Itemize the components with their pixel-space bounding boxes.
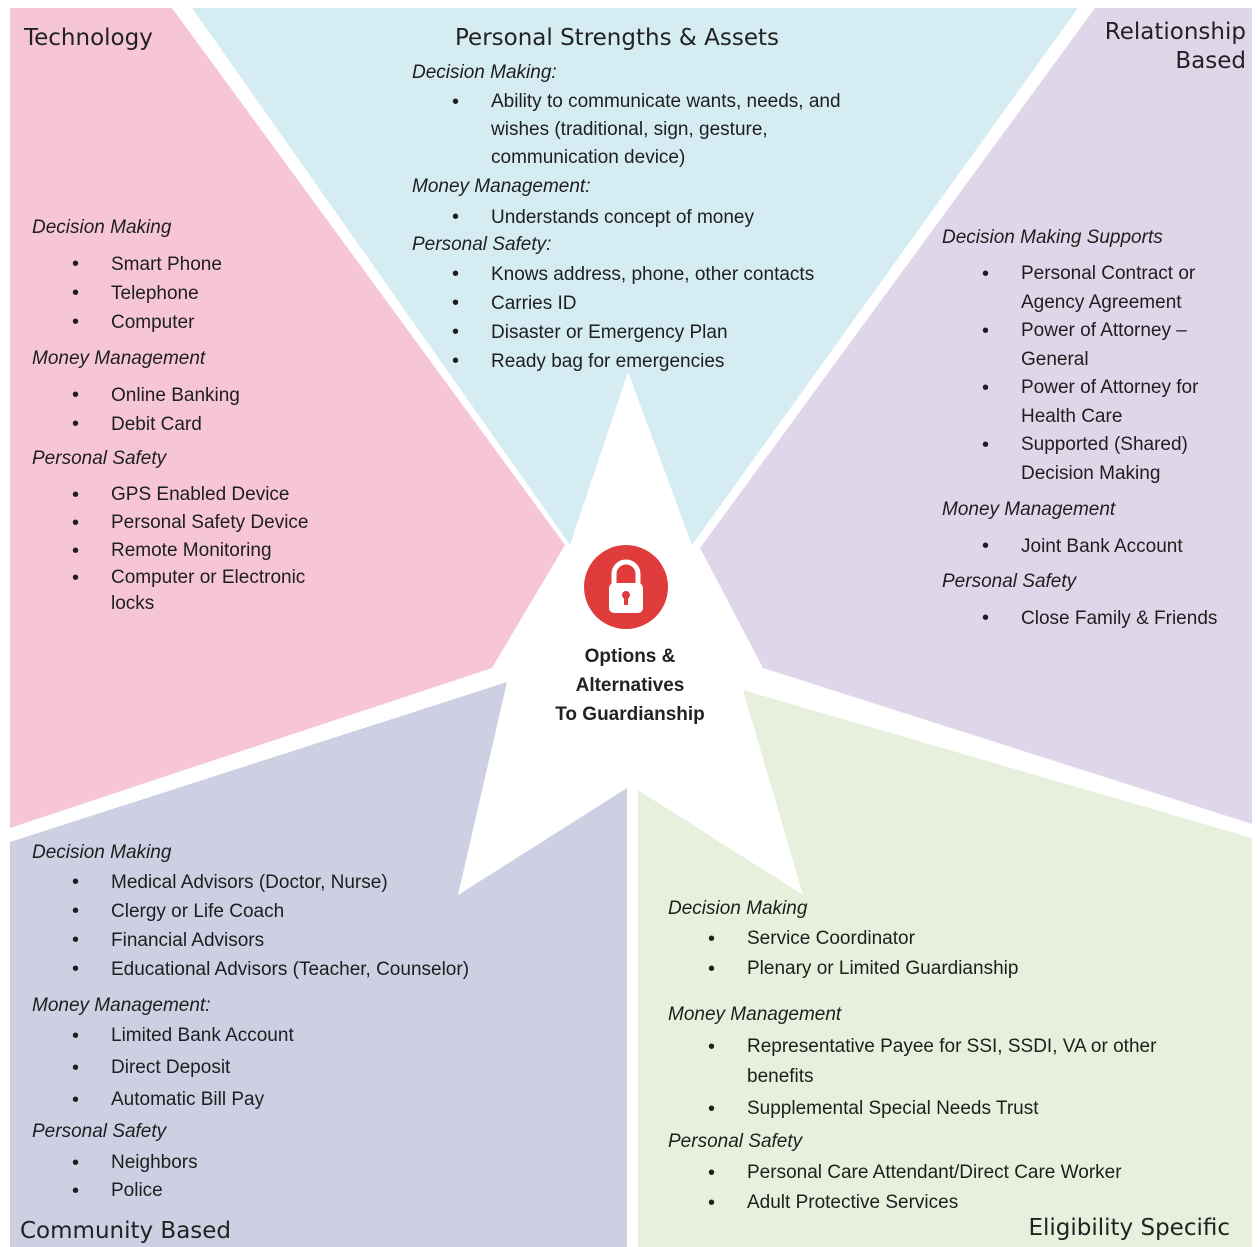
list-item: Financial Advisors [32, 926, 592, 955]
list-item: Ready bag for emergencies [412, 347, 872, 376]
list-item: Power of Attorney – General [942, 317, 1232, 374]
list-item: Joint Bank Account [942, 532, 1242, 561]
community-decision-making-list: Medical Advisors (Doctor, Nurse) Clergy … [32, 868, 592, 984]
strengths-decision-making-list: Ability to communicate wants, needs, and… [412, 88, 862, 172]
list-item: Representative Payee for SSI, SSDI, VA o… [668, 1032, 1228, 1092]
list-item: Limited Bank Account [32, 1020, 592, 1052]
center-label-line-1: Options & [584, 646, 676, 667]
relationship-title: Relationship Based [1105, 18, 1246, 76]
list-item: Smart Phone [32, 250, 392, 279]
eligibility-title: Eligibility Specific [1028, 1215, 1230, 1241]
list-item: Online Banking [32, 381, 392, 410]
strengths-personal-safety-label: Personal Safety: [412, 234, 552, 255]
eligibility-decision-making-label: Decision Making [668, 898, 808, 919]
list-item: Power of Attorney for Health Care [942, 374, 1232, 431]
list-item: Police [32, 1177, 592, 1205]
list-item: Direct Deposit [32, 1052, 592, 1084]
relationship-decision-making-list: Personal Contract or Agency Agreement Po… [942, 260, 1232, 488]
community-title: Community Based [20, 1218, 232, 1244]
list-item: Automatic Bill Pay [32, 1084, 592, 1116]
eligibility-money-management-label: Money Management [668, 1004, 842, 1025]
list-item: Disaster or Emergency Plan [412, 318, 872, 347]
technology-personal-safety-label: Personal Safety [32, 448, 167, 469]
list-item: Computer [32, 308, 392, 337]
relationship-decision-making-label: Decision Making Supports [942, 227, 1163, 248]
list-item: Supplemental Special Needs Trust [668, 1094, 1228, 1124]
list-item: Neighbors [32, 1149, 592, 1177]
eligibility-personal-safety-list: Personal Care Attendant/Direct Care Work… [668, 1158, 1248, 1218]
list-item: Close Family & Friends [942, 604, 1252, 633]
strengths-personal-safety-list: Knows address, phone, other contacts Car… [412, 260, 872, 376]
list-item: Knows address, phone, other contacts [412, 260, 872, 289]
technology-personal-safety-list: GPS Enabled Device Personal Safety Devic… [32, 481, 352, 617]
list-item: Plenary or Limited Guardianship [668, 954, 1228, 984]
technology-decision-making-list: Smart Phone Telephone Computer [32, 250, 392, 337]
list-item: Medical Advisors (Doctor, Nurse) [32, 868, 592, 897]
technology-money-management-list: Online Banking Debit Card [32, 381, 392, 439]
list-item: Ability to communicate wants, needs, and… [412, 88, 862, 172]
center-label: Options & Alternatives To Guardianship [520, 642, 740, 729]
eligibility-personal-safety-label: Personal Safety [668, 1131, 803, 1152]
center-label-line-2: Alternatives [575, 675, 685, 696]
list-item: Understands concept of money [412, 203, 872, 232]
list-item: Carries ID [412, 289, 872, 318]
relationship-money-management-list: Joint Bank Account [942, 532, 1242, 561]
list-item: Remote Monitoring [32, 537, 352, 565]
relationship-personal-safety-label: Personal Safety [942, 571, 1077, 592]
community-decision-making-label: Decision Making [32, 842, 172, 863]
padlock-icon [584, 545, 668, 629]
padlock-icon-keyhole-slot [624, 596, 628, 605]
padlock-icon-shackle [611, 559, 641, 584]
list-item: Adult Protective Services [668, 1188, 1248, 1218]
technology-decision-making-label: Decision Making [32, 217, 172, 238]
relationship-personal-safety-list: Close Family & Friends [942, 604, 1252, 633]
list-item: Personal Contract or Agency Agreement [942, 260, 1232, 317]
relationship-title-line-1: Relationship [1104, 19, 1246, 45]
strengths-decision-making-label: Decision Making: [412, 62, 557, 83]
eligibility-decision-making-list: Service Coordinator Plenary or Limited G… [668, 924, 1228, 984]
technology-title: Technology [24, 25, 153, 51]
list-item: Computer or Electronic locks [32, 565, 352, 617]
eligibility-money-management-list: Representative Payee for SSI, SSDI, VA o… [668, 1032, 1228, 1124]
list-item: GPS Enabled Device [32, 481, 352, 509]
list-item: Telephone [32, 279, 392, 308]
strengths-money-management-list: Understands concept of money [412, 203, 872, 232]
center-label-line-3: To Guardianship [555, 704, 705, 725]
relationship-money-management-label: Money Management [942, 499, 1116, 520]
list-item: Personal Care Attendant/Direct Care Work… [668, 1158, 1248, 1188]
strengths-money-management-label: Money Management: [412, 176, 591, 197]
list-item: Personal Safety Device [32, 509, 352, 537]
personal-strengths-title: Personal Strengths & Assets [455, 25, 779, 51]
list-item: Debit Card [32, 410, 392, 439]
list-item: Clergy or Life Coach [32, 897, 592, 926]
list-item: Supported (Shared) Decision Making [942, 431, 1232, 488]
relationship-title-line-2: Based [1175, 48, 1246, 74]
community-personal-safety-list: Neighbors Police [32, 1149, 592, 1205]
list-item: Service Coordinator [668, 924, 1228, 954]
community-personal-safety-label: Personal Safety [32, 1121, 167, 1142]
community-money-management-list: Limited Bank Account Direct Deposit Auto… [32, 1020, 592, 1116]
community-money-management-label: Money Management: [32, 995, 211, 1016]
list-item: Educational Advisors (Teacher, Counselor… [32, 955, 592, 984]
technology-money-management-label: Money Management [32, 348, 206, 369]
